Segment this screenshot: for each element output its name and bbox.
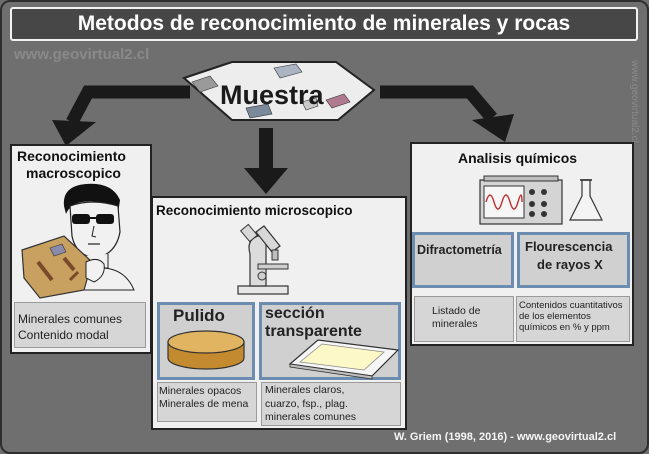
pulido-info-line1: Minerales opacos — [159, 385, 242, 397]
macro-title-line1: Reconocimiento — [17, 148, 126, 164]
pulido-label: Pulido — [173, 306, 225, 325]
watermark-top: www.geovirtual2.cl — [14, 46, 150, 63]
microscope-knob — [257, 271, 267, 281]
rock-vein-3 — [68, 270, 80, 282]
geologist-hair — [63, 183, 120, 214]
micro-title: Reconocimiento microscopico — [156, 203, 353, 218]
sample-label: Muestra — [220, 80, 324, 110]
seccion-info-box — [261, 382, 401, 426]
fluor-box — [517, 232, 630, 288]
arrow-head-micro — [244, 168, 288, 194]
difracto-info-box — [414, 296, 514, 342]
analyzer-wave — [485, 194, 523, 210]
diagram-title: Metodos de reconocimiento de minerales y… — [10, 7, 638, 41]
quimicos-title: Analisis químicos — [458, 150, 578, 166]
watermark-side: www.geovirtual2.cl — [629, 60, 640, 143]
microscope-objective — [271, 249, 279, 261]
arrow-to-micro-shaft — [259, 128, 273, 172]
seccion-info-line2: cuarzo, fsp., plag. — [265, 398, 348, 410]
rock-vein-1 — [36, 260, 54, 282]
difracto-label: Difractometría — [417, 243, 502, 257]
arrow-head-macro — [52, 120, 96, 146]
sample-chip-4 — [325, 93, 351, 109]
fluor-info-line1: Contenidos cuantitativos — [519, 300, 623, 311]
arrow-to-quimicos — [380, 85, 497, 123]
footer-credit: W. Griem (1998, 2016) - www.geovirtual2.… — [394, 431, 617, 443]
fluor-info-box — [516, 296, 630, 342]
rock-specimen — [21, 235, 93, 299]
microscope-eyepiece — [239, 223, 259, 243]
analyzer-knob-2 — [541, 189, 547, 195]
polished-section-top — [167, 330, 245, 354]
seccion-info-line1: Minerales claros, — [265, 384, 345, 396]
pulido-info-box — [157, 382, 257, 422]
seccion-label-line1: sección — [265, 305, 325, 322]
arrow-to-macro — [66, 85, 190, 126]
sunglasses-right — [96, 214, 114, 224]
analyzer-knob-4 — [541, 201, 547, 207]
rock-vein-2 — [62, 256, 76, 272]
rock-crystal — [49, 243, 67, 257]
sample-chip-1 — [191, 75, 219, 93]
fluor-info-line3: químicos en % y ppm — [519, 322, 610, 333]
sunglasses-left — [72, 214, 90, 224]
slide-edge — [289, 363, 373, 380]
sample-hexagon — [182, 61, 376, 121]
microscope-tube — [255, 225, 281, 253]
flask — [569, 179, 603, 221]
seccion-info-line3: minerales comunes — [265, 411, 357, 423]
analyzer-knob-6 — [541, 211, 547, 217]
analyzer-knob-5 — [529, 211, 535, 217]
fluor-label-line1: Flourescencia — [525, 239, 613, 254]
sample-chip-2 — [273, 63, 303, 79]
fluor-label-line2: de rayos X — [537, 257, 603, 272]
difracto-box — [412, 232, 514, 288]
analyzer-knob-1 — [529, 189, 535, 195]
microscope-stage — [257, 263, 289, 270]
difracto-info-line1: Listado de — [432, 305, 481, 317]
geologist-nose — [91, 225, 97, 238]
geologist-hand — [85, 258, 105, 283]
sample-chip-5 — [301, 97, 319, 111]
difracto-info-line2: minerales — [432, 318, 478, 330]
seccion-label-line2: transparente — [265, 323, 362, 340]
analyzer-knob-3 — [529, 201, 535, 207]
thin-section-sample — [299, 343, 385, 371]
macro-info-box — [14, 302, 146, 348]
fluor-info-line2: de los elementos — [519, 311, 591, 322]
macro-info-line2: Contenido modal — [18, 328, 109, 342]
analyzer-top — [483, 175, 559, 182]
sample-chip-3 — [245, 103, 273, 119]
arrow-head-quimicos — [472, 114, 514, 142]
macro-title-line2: macroscopico — [26, 165, 121, 181]
pulido-info-line2: Minerales de mena — [159, 398, 249, 410]
macro-info-line1: Minerales comunes — [18, 312, 123, 326]
